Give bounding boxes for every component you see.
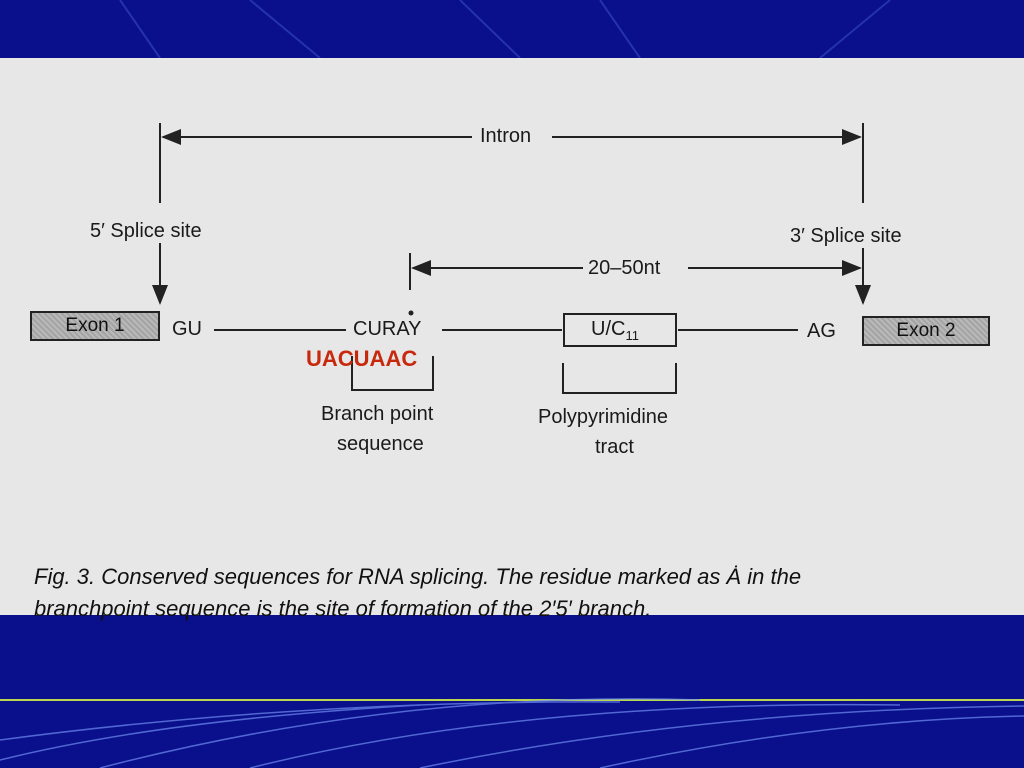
curay-label: CURAY [353,318,422,340]
uacuaac-highlight: UACUAAC [306,346,418,371]
figure-panel: Intron 5′ Splice site 3′ Splice site 20–… [0,58,1024,621]
branch-dot [408,310,414,316]
gu-label: GU [172,318,202,340]
exon-1-box: Exon 1 [30,311,160,341]
uc-label: U/C11 [591,319,639,342]
diagram-lines [152,123,871,394]
poly-label-line2: tract [595,436,634,458]
exon-2-box: Exon 2 [862,316,990,346]
intron-label: Intron [480,125,532,147]
poly-label-line1: Polypyrimidine [538,406,669,428]
uc-text: U/C [591,318,626,340]
figure-caption: Fig. 3. Conserved sequences for RNA spli… [34,561,1019,625]
distance-label: 20–50nt [588,257,661,279]
poly-bracket [562,363,677,394]
uc-subscript: 11 [625,328,639,343]
branch-point-label-line1: Branch point [321,403,434,425]
caption-line-2: branchpoint sequence is the site of form… [34,596,652,621]
three-prime-splice-label: 3′ Splice site [790,225,902,247]
caption-line-1: Fig. 3. Conserved sequences for RNA spli… [34,564,802,589]
uc-box [563,313,677,347]
five-prime-splice-label: 5′ Splice site [90,220,202,242]
ag-label: AG [807,320,836,342]
branch-point-label-line2: sequence [337,433,424,455]
branch-bracket [351,356,434,391]
